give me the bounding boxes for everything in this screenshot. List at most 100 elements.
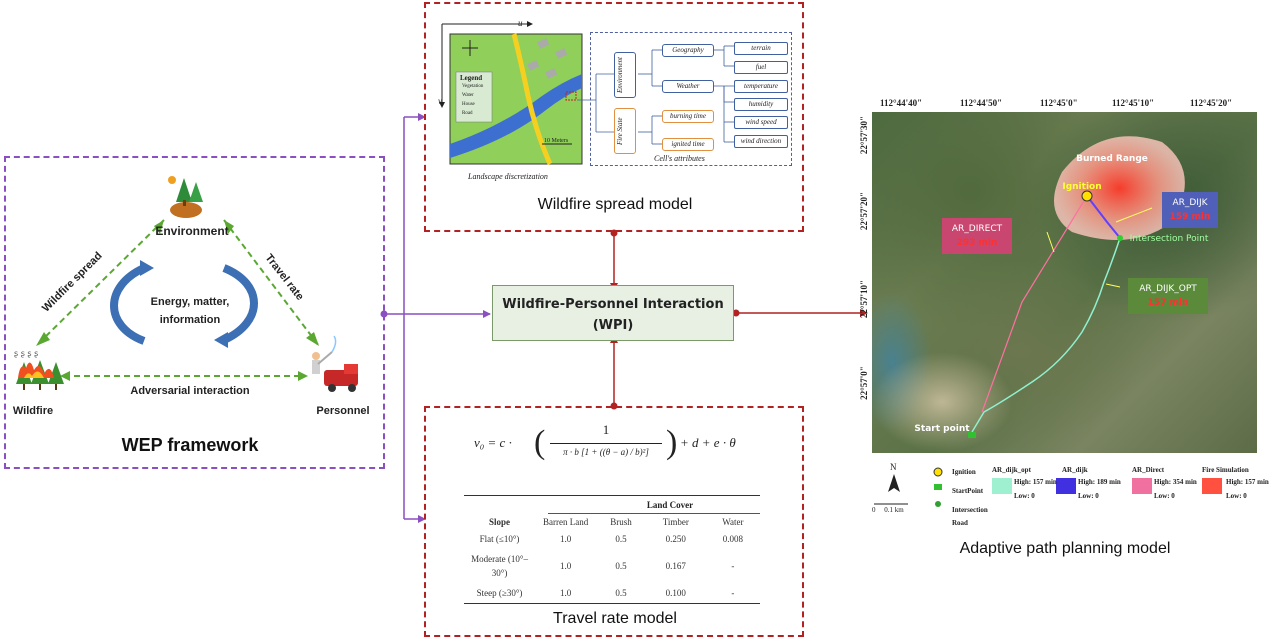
cycle-arrow-right-icon xyxy=(222,264,258,344)
lat-tick-3: 22°57'0" xyxy=(859,366,869,400)
eq-lhs: ν₀ = c · xyxy=(474,435,512,450)
legend-scale: 0 0.1 km xyxy=(872,506,904,514)
ar-dijk-opt-min: 157 min xyxy=(1147,298,1189,308)
cell-water: - xyxy=(731,588,735,598)
node-weather: Weather xyxy=(662,80,714,93)
table-row: Flat (≤10°) 1.0 0.5 0.250 0.008 xyxy=(464,529,760,549)
satellite-map: Burned Range Ignition Intersection Point… xyxy=(872,112,1257,453)
cell-timber: 0.167 xyxy=(665,561,686,571)
attr-fuel: fuel xyxy=(734,61,788,74)
lat-tick-0: 22°57'30" xyxy=(859,115,869,155)
table-top-rule xyxy=(464,495,760,496)
legend-intersection-icon xyxy=(935,501,941,507)
arrow-to-wsm xyxy=(418,113,426,121)
legend-direct-swatch xyxy=(1132,478,1152,494)
th-slope: Slope xyxy=(489,517,511,527)
leader-opt xyxy=(1105,283,1121,288)
travel-rate-box xyxy=(424,406,804,637)
attr-wind-speed: wind speed xyxy=(734,116,788,129)
wep-framework-box xyxy=(4,156,385,469)
legend-dijk-title: AR_dijk xyxy=(1062,466,1088,474)
start-point-marker xyxy=(968,432,976,438)
scale-label: 10 Meters xyxy=(544,138,569,144)
personnel-label: Personnel xyxy=(316,405,370,417)
legend-water: Water xyxy=(462,93,474,98)
attr-wind-direction: wind direction xyxy=(734,135,788,148)
legend-startpoint-icon xyxy=(934,484,942,490)
landscape-map xyxy=(439,21,583,166)
legend-opt-high: High: 157 min xyxy=(1014,478,1057,486)
legend-title: Legend xyxy=(460,74,483,82)
purple-bracket xyxy=(385,116,490,520)
legend-road: Road xyxy=(462,111,473,116)
ar-direct-min: 293 min xyxy=(956,238,998,248)
eq-paren-open: ( xyxy=(534,424,546,461)
arrow-to-trm xyxy=(418,515,426,523)
legend-fire-low: Low: 0 xyxy=(1226,492,1247,500)
eq-den: π · b [1 + ((θ − a) / b)²] xyxy=(563,447,649,457)
lat-tick-1: 22°57'20" xyxy=(859,191,869,231)
lon-tick-3: 112°45'10" xyxy=(1112,98,1155,108)
arrowhead-adv-right xyxy=(298,371,308,381)
wildfire-label: Wildfire xyxy=(12,405,54,417)
wildfire-spread-box xyxy=(424,2,804,232)
legend-dijk-low: Low: 0 xyxy=(1078,492,1099,500)
table-header-row: Slope Barren Land Brush Timber Water xyxy=(464,515,760,529)
legend-fire-title: Fire Simulation xyxy=(1202,466,1249,474)
legend-road: Road xyxy=(952,519,968,527)
lon-tick-2: 112°45'0" xyxy=(1040,98,1078,108)
ignition-marker xyxy=(1081,190,1093,202)
table-bottom-rule xyxy=(464,603,760,604)
cell-brush: 0.5 xyxy=(615,534,627,544)
wep-title: WEP framework xyxy=(121,435,259,455)
lon-tick-1: 112°44'50" xyxy=(960,98,1003,108)
burned-range-label: Burned Range xyxy=(1076,154,1148,164)
legend-direct-title: AR_Direct xyxy=(1132,466,1165,474)
th-water: Water xyxy=(722,517,744,527)
th-barren: Barren Land xyxy=(542,517,589,527)
axis-u-label: u xyxy=(518,18,523,28)
ar-dijk-path xyxy=(1086,195,1121,239)
cell-barren: 1.0 xyxy=(559,534,572,544)
compass-icon xyxy=(462,40,478,56)
cell-timber: 0.100 xyxy=(665,588,686,598)
landscape-caption: Landscape discretization xyxy=(468,172,548,181)
adversarial-label: Adversarial interaction xyxy=(130,385,250,397)
cells-caption: Cell's attributes xyxy=(654,154,705,163)
attr-humidity: humidity xyxy=(734,98,788,111)
north-arrow-icon xyxy=(888,474,900,492)
ar-dijk-opt-path xyxy=(971,237,1121,433)
cell-slope: Steep (≥30°) xyxy=(476,588,523,598)
cell-brush: 0.5 xyxy=(615,561,627,571)
legend-vegetation: Vegetation xyxy=(462,84,484,89)
map-legend xyxy=(874,467,1222,507)
lat-tick-2: 22°57'10" xyxy=(859,279,869,319)
legend-direct-low: Low: 0 xyxy=(1154,492,1175,500)
wep-triangle xyxy=(35,219,320,377)
burned-range-area xyxy=(1054,136,1185,240)
group-environment: Environment xyxy=(614,52,636,98)
arrowhead-wildfire-spread xyxy=(36,332,50,346)
group-fire-state: Fire State xyxy=(614,108,636,154)
axis-v-label: v xyxy=(438,96,442,106)
attr-terrain: terrain xyxy=(734,42,788,55)
table-mid-rule1 xyxy=(548,513,760,514)
ar-direct-box: AR_DIRECT 293 min xyxy=(942,218,1012,254)
th-brush: Brush xyxy=(610,517,632,527)
legend-intersection: Intersection xyxy=(952,506,988,514)
ar-dijk-opt-box: AR_DIJK_OPT 157 min xyxy=(1128,278,1208,314)
arrowhead-adv-left xyxy=(60,371,70,381)
legend-north: N xyxy=(890,462,897,472)
table-row: Moderate (10°–30°) 1.0 0.5 0.167 - xyxy=(464,549,760,583)
legend-startpoint: StartPoint xyxy=(952,487,984,495)
leader-direct xyxy=(1046,231,1055,253)
eq-rhs: + d + e · θ xyxy=(680,435,736,450)
travel-rate-table: Slope Barren Land Brush Timber Water Fla… xyxy=(464,515,760,603)
cell-timber: 0.250 xyxy=(665,534,686,544)
ar-dijk-opt-label: AR_DIJK_OPT xyxy=(1139,284,1197,294)
legend-opt-swatch xyxy=(992,478,1012,494)
legend-ignition-icon xyxy=(933,467,943,477)
ar-direct-label: AR_DIRECT xyxy=(951,224,1003,234)
cell-barren: 1.0 xyxy=(559,561,572,571)
ar-dijk-box: AR_DIJK 159 min xyxy=(1162,192,1218,228)
